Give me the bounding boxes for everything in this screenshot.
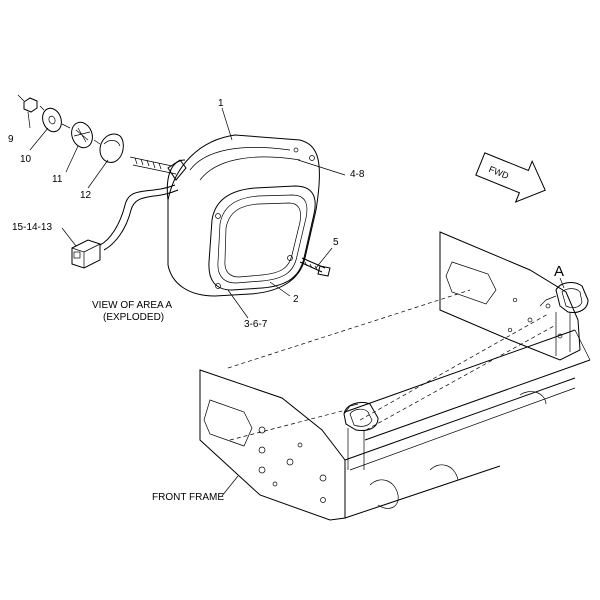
callout-1: 1 [218,98,224,109]
front-frame-label: FRONT FRAME [152,492,224,503]
callout-9: 9 [8,134,14,145]
callout-4-8: 4-8 [350,169,365,180]
fwd-label: FWD [487,164,510,181]
callout-15-14-13: 15-14-13 [12,222,52,233]
callout-5: 5 [333,237,339,248]
callout-10: 10 [20,154,32,165]
callout-12: 12 [80,190,92,201]
callout-leaders [27,107,346,319]
callout-11: 11 [52,174,63,185]
fwd-arrow-icon: FWD [475,152,546,203]
front-frame [199,231,591,521]
callout-2: 2 [293,294,299,305]
mounted-lamp-left [343,401,379,431]
mounting-hardware [17,94,124,163]
callout-3-6-7: 3-6-7 [244,319,268,330]
lamp-assembly [71,134,331,297]
mounted-lamp-right [539,282,589,313]
view-caption-line2: (EXPLODED) [103,312,164,323]
view-caption-line1: VIEW OF AREA A [92,300,172,311]
area-a-marker: A [554,263,564,280]
